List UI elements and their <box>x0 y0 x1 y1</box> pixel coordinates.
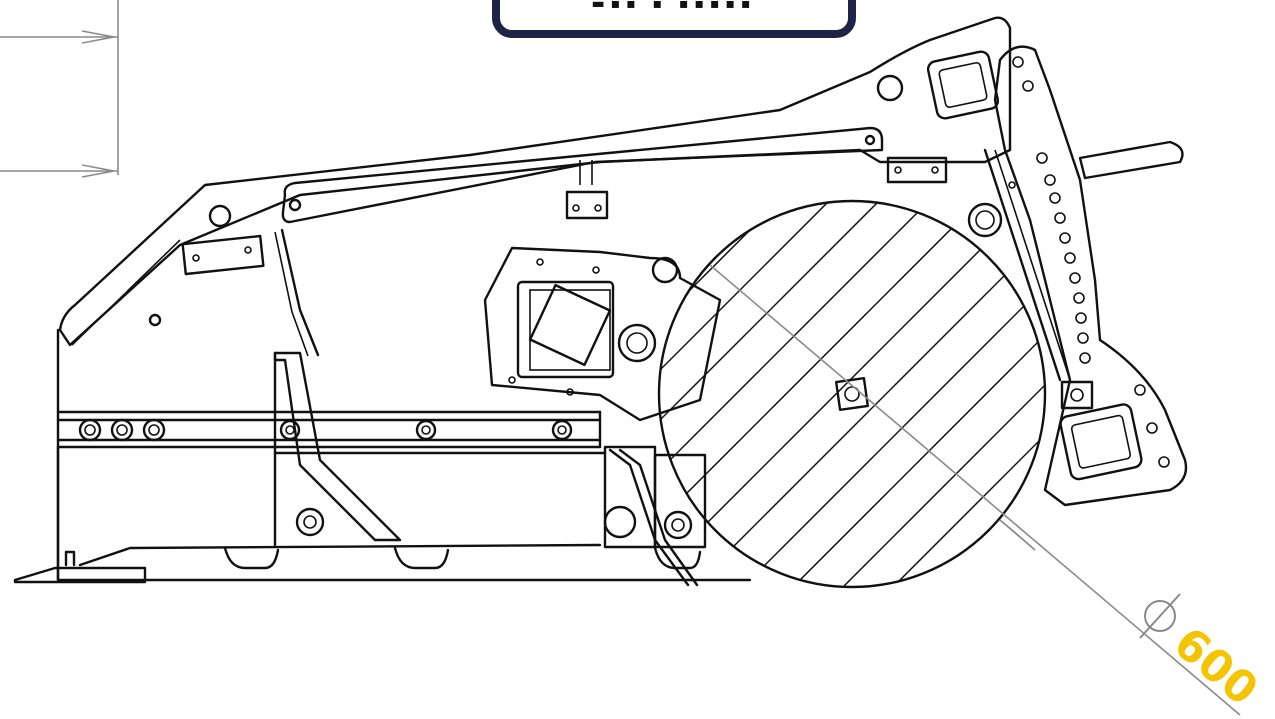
diameter-value: 600 <box>1164 618 1267 716</box>
adjustment-arm <box>926 45 1188 507</box>
diameter-symbol-icon <box>1139 593 1181 639</box>
title-block: ▬▪▪ ▪ ▪▪▪▪▪ <box>492 0 856 38</box>
left-dimension-lines <box>0 0 119 178</box>
rotor-section <box>657 199 1047 589</box>
bolts <box>78 74 904 540</box>
housing-frame <box>13 16 1012 587</box>
title-block-text: ▬▪▪ ▪ ▪▪▪▪▪ <box>592 0 757 12</box>
brackets <box>181 156 948 276</box>
bearing-assembly <box>483 246 722 422</box>
